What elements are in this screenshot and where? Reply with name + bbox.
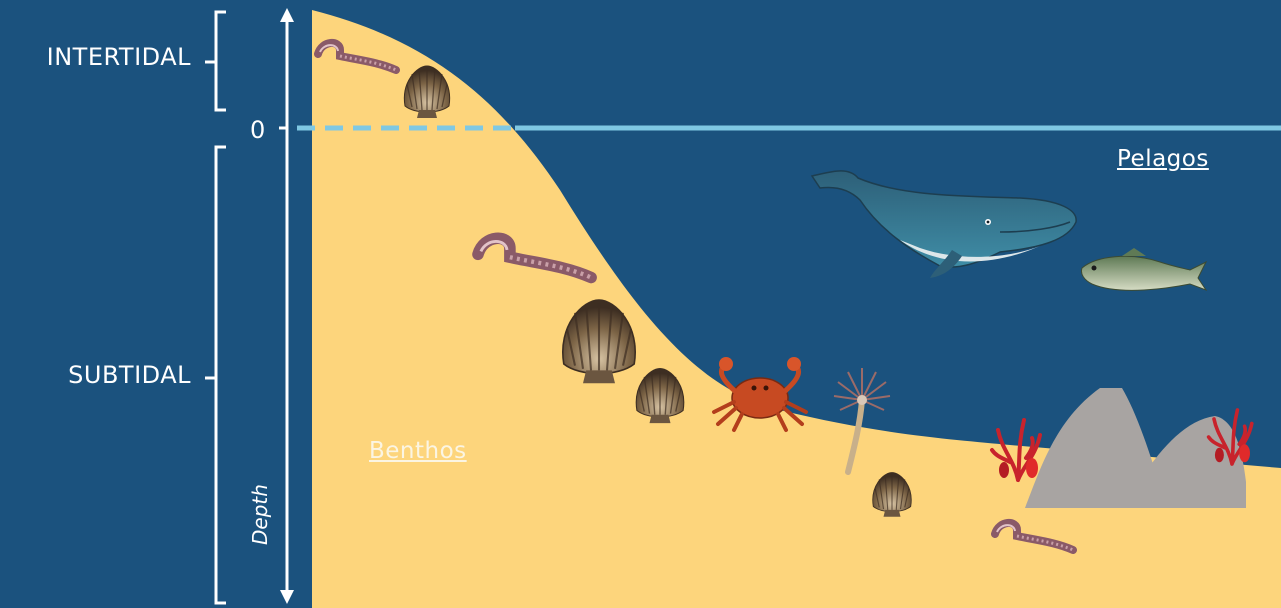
habitat-label-pelagos[interactable]: Pelagos bbox=[1117, 146, 1209, 172]
fish-icon bbox=[1081, 248, 1206, 290]
whale-icon bbox=[812, 171, 1076, 278]
subtidal-bracket bbox=[205, 147, 226, 603]
zone-label-intertidal: INTERTIDAL bbox=[47, 43, 191, 71]
habitat-label-benthos[interactable]: Benthos bbox=[369, 438, 467, 464]
intertidal-bracket bbox=[205, 12, 226, 110]
zone-label-subtidal: SUBTIDAL bbox=[68, 361, 191, 389]
depth-axis-arrow bbox=[280, 8, 294, 604]
depth-axis-label: Depth bbox=[248, 484, 272, 545]
sea-level-label: 0 bbox=[250, 116, 266, 144]
seabed bbox=[312, 10, 1281, 608]
rocks bbox=[1025, 388, 1246, 508]
